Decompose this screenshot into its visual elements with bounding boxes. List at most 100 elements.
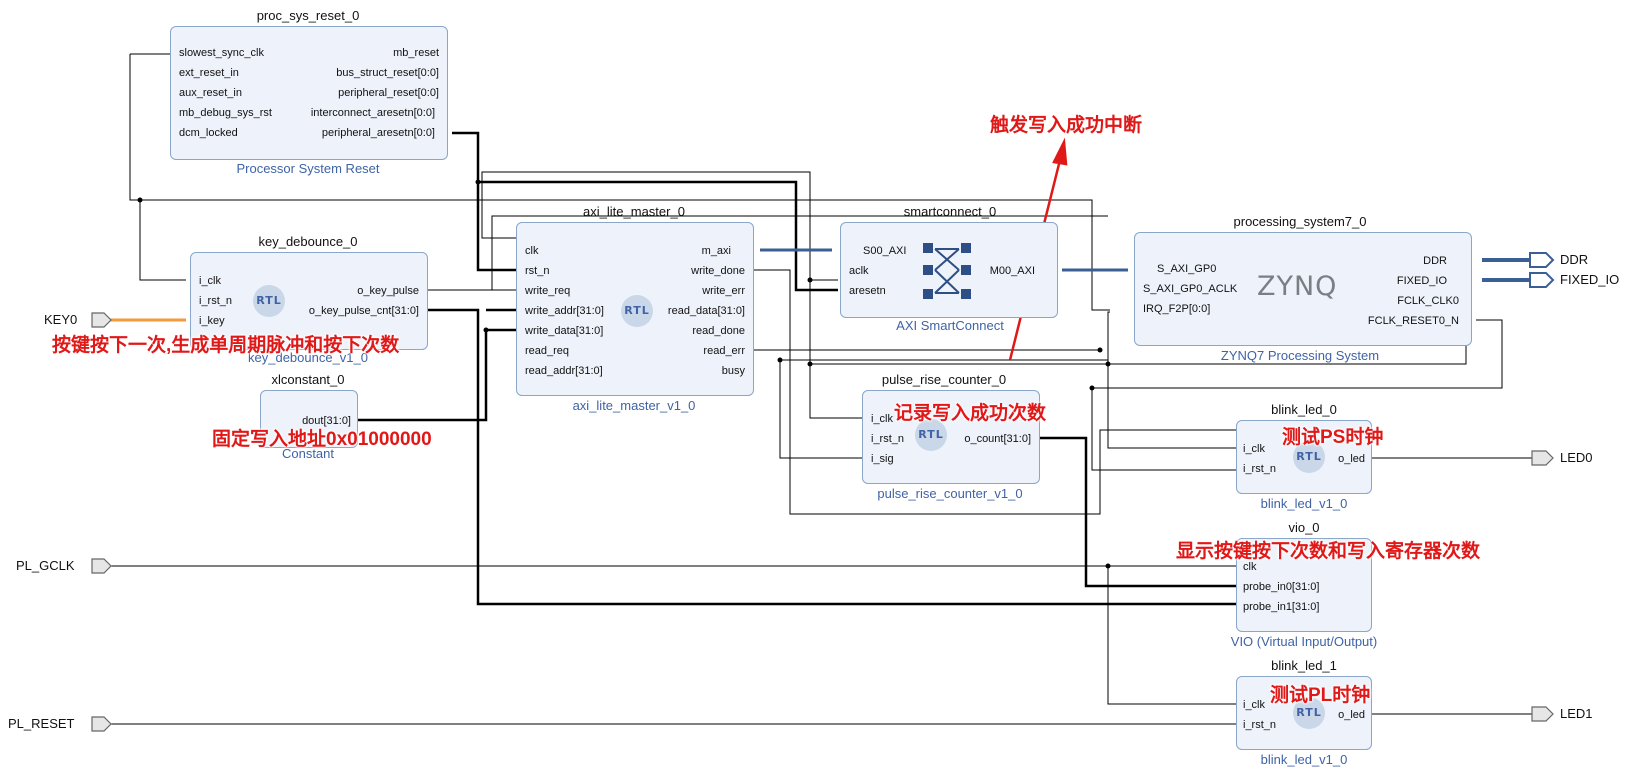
zynq-logo: ZYNQ <box>1257 271 1338 302</box>
port-fclk-reset0-n[interactable]: FCLK_RESET0_N <box>1367 315 1459 327</box>
annotation-key-debounce: 按键按下一次,生成单周期脉冲和按下次数 <box>52 335 400 356</box>
port-aresetn[interactable]: aresetn <box>849 285 886 297</box>
port-bus-struct-reset[interactable]: bus_struct_reset[0:0] <box>336 67 439 79</box>
blink-led-0-block[interactable]: i_clk i_rst_n o_led RTL <box>1236 420 1372 494</box>
ext-port-led1[interactable]: LED1 <box>1560 706 1593 721</box>
pulse-rise-counter-title: pulse_rise_counter_0 <box>881 372 1007 387</box>
port-rst-n[interactable]: rst_n <box>525 265 550 277</box>
port-mb-debug-sys-rst[interactable]: mb_debug_sys_rst <box>179 107 272 119</box>
ext-port-key0[interactable]: KEY0 <box>44 312 78 327</box>
key0-port-icon <box>91 312 112 328</box>
smartconnect-subtitle: AXI SmartConnect <box>896 318 1004 333</box>
ext-port-ddr[interactable]: DDR <box>1560 252 1589 267</box>
port-s-axi-gp0[interactable]: S_AXI_GP0 <box>1157 263 1217 275</box>
xlconstant-block[interactable]: dout[31:0] <box>260 390 358 448</box>
axi-lite-master-subtitle: axi_lite_master_v1_0 <box>572 398 696 413</box>
port-ext-reset-in[interactable]: ext_reset_in <box>179 67 239 79</box>
ext-port-led0[interactable]: LED0 <box>1560 450 1593 465</box>
annotation-pl-clock: 测试PL时钟 <box>1270 685 1371 706</box>
key-debounce-block[interactable]: i_clk i_rst_n i_key o_key_pulse o_key_pu… <box>190 252 428 350</box>
ext-port-fixed-io[interactable]: FIXED_IO <box>1560 272 1620 287</box>
led1-port-icon <box>1531 706 1554 722</box>
port-read-done[interactable]: read_done <box>692 325 745 337</box>
port-o-led[interactable]: o_led <box>1338 709 1365 721</box>
ext-port-pl-reset[interactable]: PL_RESET <box>8 716 75 731</box>
port-i-clk[interactable]: i_clk <box>1243 699 1266 711</box>
blink-led-1-title: blink_led_1 <box>1271 658 1337 673</box>
port-write-data[interactable]: write_data[31:0] <box>525 325 604 337</box>
port-write-done[interactable]: write_done <box>691 265 745 277</box>
port-write-err[interactable]: write_err <box>702 285 745 297</box>
port-o-key-pulse-cnt[interactable]: o_key_pulse_cnt[31:0] <box>308 305 419 317</box>
port-read-data[interactable]: read_data[31:0] <box>667 305 745 317</box>
vio-block[interactable]: clk probe_in0[31:0] probe_in1[31:0] <box>1236 538 1372 632</box>
port-o-led[interactable]: o_led <box>1338 453 1365 465</box>
port-fclk-clk0[interactable]: FCLK_CLK0 <box>1397 295 1459 307</box>
blink-led-1-block[interactable]: i_clk i_rst_n o_led RTL <box>1236 676 1372 750</box>
port-i-clk[interactable]: i_clk <box>871 413 894 425</box>
port-i-rst-n[interactable]: i_rst_n <box>871 433 905 445</box>
port-mb-reset[interactable]: mb_reset <box>393 47 439 59</box>
annotation-constant: 固定写入地址0x01000000 <box>212 429 432 450</box>
port-o-count[interactable]: o_count[31:0] <box>964 433 1031 445</box>
port-aux-reset-in[interactable]: aux_reset_in <box>179 87 242 99</box>
axi-lite-master-block[interactable]: clk rst_n write_req write_addr[31:0] wri… <box>516 222 754 396</box>
port-write-req[interactable]: write_req <box>525 285 571 297</box>
port-probe-in1[interactable]: probe_in1[31:0] <box>1243 601 1320 613</box>
annotation-ps-clock: 测试PS时钟 <box>1282 427 1384 448</box>
port-m00-axi[interactable]: M00_AXI <box>989 265 1035 277</box>
port-peripheral-reset[interactable]: peripheral_reset[0:0] <box>338 87 439 99</box>
fixed-io-port-icon <box>1529 272 1555 288</box>
port-i-rst-n[interactable]: i_rst_n <box>199 295 233 307</box>
port-clk[interactable]: clk <box>525 245 539 257</box>
port-interconnect-aresetn[interactable]: interconnect_aresetn[0:0] <box>310 107 435 119</box>
port-s00-axi[interactable]: S00_AXI <box>863 245 907 257</box>
port-write-addr[interactable]: write_addr[31:0] <box>525 305 604 317</box>
port-m-axi[interactable]: m_axi <box>701 245 731 257</box>
proc-sys-reset-block[interactable]: slowest_sync_clk ext_reset_in aux_reset_… <box>170 26 448 160</box>
port-dcm-locked[interactable]: dcm_locked <box>179 127 238 139</box>
rtl-badge: RTL <box>1293 697 1325 729</box>
port-slowest-sync-clk[interactable]: slowest_sync_clk <box>179 47 264 59</box>
port-i-sig[interactable]: i_sig <box>871 453 894 465</box>
port-fixed-io[interactable]: FIXED_IO <box>1396 275 1447 287</box>
key-debounce-title: key_debounce_0 <box>258 234 358 249</box>
port-s-axi-gp0-aclk[interactable]: S_AXI_GP0_ACLK <box>1143 283 1238 295</box>
rtl-badge: RTL <box>253 285 285 317</box>
rtl-badge: RTL <box>1293 441 1325 473</box>
port-clk[interactable]: clk <box>1243 561 1257 573</box>
proc-sys-reset-subtitle: Processor System Reset <box>236 161 380 176</box>
axi-lite-master-title: axi_lite_master_0 <box>583 204 685 219</box>
port-irq-f2p[interactable]: IRQ_F2P[0:0] <box>1143 303 1211 315</box>
port-probe-in0[interactable]: probe_in0[31:0] <box>1243 581 1320 593</box>
port-i-rst-n[interactable]: i_rst_n <box>1243 719 1277 731</box>
port-dout[interactable]: dout[31:0] <box>302 415 351 427</box>
port-o-key-pulse[interactable]: o_key_pulse <box>357 285 419 297</box>
smartconnect-block[interactable]: S00_AXI aclk aresetn M00_AXI <box>840 222 1058 318</box>
vio-subtitle: VIO (Virtual Input/Output) <box>1230 634 1378 649</box>
port-busy[interactable]: busy <box>721 365 745 377</box>
port-peripheral-aresetn[interactable]: peripheral_aresetn[0:0] <box>321 127 435 139</box>
port-ddr[interactable]: DDR <box>1423 255 1447 267</box>
port-i-key[interactable]: i_key <box>199 315 225 327</box>
rtl-badge: RTL <box>915 419 947 451</box>
port-i-clk[interactable]: i_clk <box>1243 443 1266 455</box>
processing-system-title: processing_system7_0 <box>1233 214 1367 229</box>
proc-sys-reset-title: proc_sys_reset_0 <box>256 8 360 23</box>
led0-port-icon <box>1531 450 1554 466</box>
processing-system-block[interactable]: S_AXI_GP0 S_AXI_GP0_ACLK IRQ_F2P[0:0] DD… <box>1134 232 1472 346</box>
blink-led-0-title: blink_led_0 <box>1271 402 1337 417</box>
port-i-clk[interactable]: i_clk <box>199 275 222 287</box>
key-debounce-subtitle: key_debounce_v1_0 <box>248 350 368 365</box>
port-read-addr[interactable]: read_addr[31:0] <box>525 365 603 377</box>
vio-title: vio_0 <box>1288 520 1320 535</box>
ddr-port-icon <box>1529 252 1555 268</box>
blink-led-1-subtitle: blink_led_v1_0 <box>1260 752 1348 767</box>
port-read-req[interactable]: read_req <box>525 345 570 357</box>
ext-port-pl-gclk[interactable]: PL_GCLK <box>16 558 75 573</box>
port-read-err[interactable]: read_err <box>703 345 745 357</box>
port-i-rst-n[interactable]: i_rst_n <box>1243 463 1277 475</box>
pulse-rise-counter-block[interactable]: i_clk i_rst_n i_sig o_count[31:0] RTL <box>862 390 1040 484</box>
port-aclk[interactable]: aclk <box>849 265 869 277</box>
